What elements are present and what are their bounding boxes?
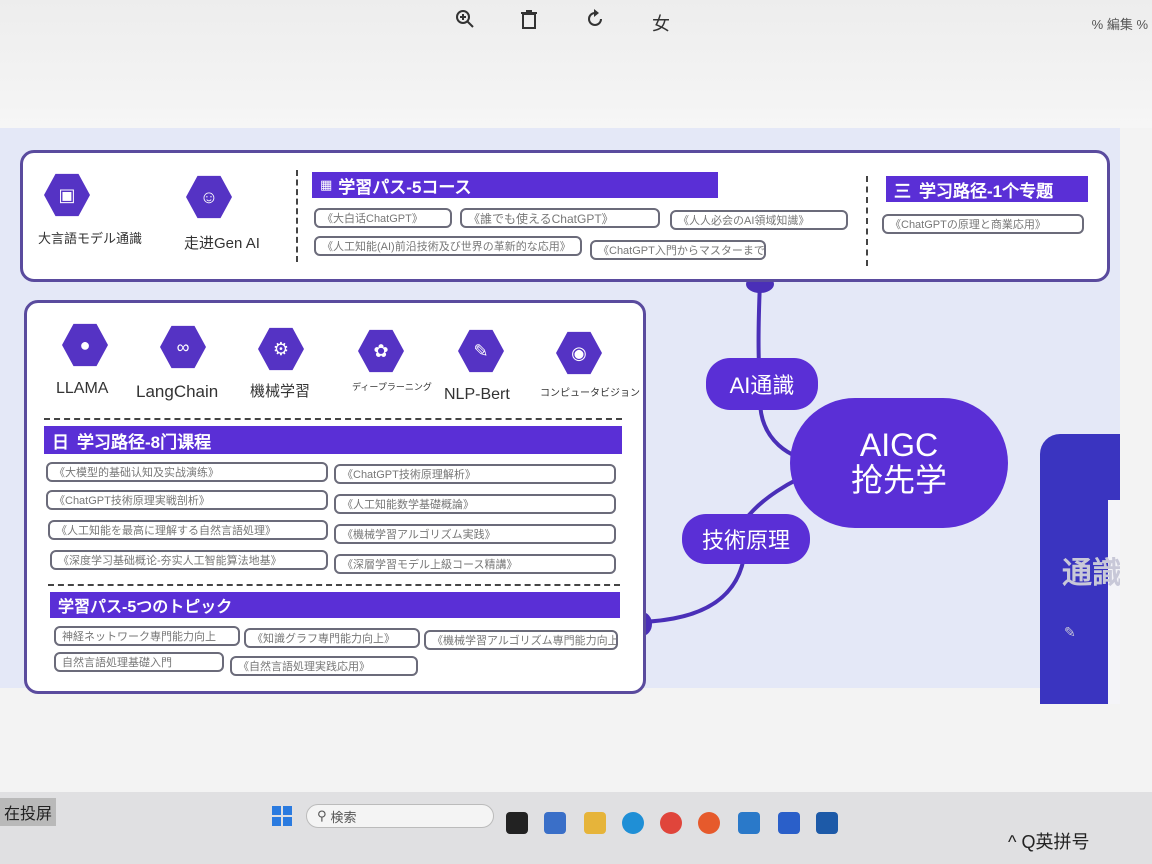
edit-label[interactable]: % 編集 % [1091,17,1148,32]
llama-label: LLAMA [56,380,109,397]
screen-share-label: 在投屏 [0,798,57,826]
app-icon[interactable] [698,812,720,834]
folder-icon[interactable] [584,812,606,834]
book-icon: ▦ [320,177,333,192]
course-chip[interactable]: 《人人必会のAI領域知識》 [670,210,848,230]
taskbar-search[interactable]: ⚲ 検索 [306,804,494,828]
topic-1-title: 三 学习路径-1个专题 [886,176,1088,202]
course-chip[interactable]: 《ChatGPT技術原理解析》 [334,464,616,484]
zoom-in-icon[interactable] [452,6,478,32]
app-icon[interactable] [544,812,566,834]
topic-chip[interactable]: 《ChatGPTの原理と商業応用》 [882,214,1084,234]
topic-chip[interactable]: 《機械学習アルゴリズム専門能力向上》 [424,630,618,650]
app-icon[interactable] [738,812,760,834]
rotate-icon[interactable] [582,6,608,32]
tray-label: ^ Q英拼号 [1008,832,1090,852]
courses-8-title-text: 学习路径-8门课程 [77,432,212,452]
edge-icon[interactable] [622,812,644,834]
divider [48,584,620,586]
robot-icon: ☺ [186,175,232,219]
topics-5-title: 学習パス-5つのトピック [50,592,620,618]
course-chip[interactable]: 《深度学习基础概论-夯实人工智能算法地基》 [50,550,328,570]
course-chip[interactable]: 《ChatGPT技術原理実戦剖析》 [46,490,328,510]
link-icon: ∞ [160,325,206,369]
topic-1-prefix: 三 [894,181,911,201]
trash-icon[interactable] [516,6,542,32]
center-node-line2: 抢先学 [850,462,947,498]
text-icon[interactable]: 女 [652,14,670,34]
llm-basics-label: 大言語モデル通識 [38,231,143,246]
search-icon: ⚲ [317,808,327,823]
app-icon[interactable] [816,812,838,834]
center-node[interactable]: AIGC 抢先学 [790,398,1008,528]
courses-5-title: ▦ 学習パス-5コース [312,172,718,198]
course-chip[interactable]: 《誰でも使えるChatGPT》 [460,208,660,228]
course-chip[interactable]: 《人工知能(AI)前沿技術及び世界の革新的な応用》 [314,236,582,256]
taskbar [0,792,1152,864]
course-chip[interactable]: 《人工知能数学基礎概論》 [334,494,616,514]
right-card-edge [1108,500,1120,704]
gen-ai-label: 走进Gen AI [184,235,260,252]
course-chip[interactable]: 《機械学習アルゴリズム実践》 [334,524,616,544]
computer-vision-label: コンピュータビジョン [540,388,640,399]
courses-5-title-text: 学習パス-5コース [338,177,472,197]
network-icon: ● [62,323,108,367]
nlp-bert-label: NLP-Bert [444,386,510,403]
divider [44,418,622,420]
deep-learning-label: ディープラーニング [352,382,432,392]
course-chip[interactable]: 《人工知能を最高に理解する自然言語処理》 [48,520,328,540]
course-chip[interactable]: 《深層学習モデル上級コース精講》 [334,554,616,574]
branch-tech-principles[interactable]: 技術原理 [682,514,810,564]
course-chip[interactable]: 《大模型的基础认知及实战演练》 [46,462,328,482]
center-node-line1: AIGC [859,426,939,463]
divider [296,170,298,262]
topic-chip[interactable]: 神経ネットワーク専門能力向上 [54,626,240,646]
machine-learning-label: 機械学習 [250,383,311,400]
courses-8-prefix: 日 [52,432,69,452]
topic-1-title-text: 学习路径-1个专题 [919,181,1054,201]
task-view-icon[interactable] [506,812,528,834]
branch-ai-basics[interactable]: AI通識 [706,358,818,410]
right-card-text: 通識 [1062,557,1120,590]
langchain-label: LangChain [136,382,219,401]
courses-8-title: 日 学习路径-8门课程 [44,426,622,454]
chrome-icon[interactable] [660,812,682,834]
edit-icon: ✎ [1064,624,1076,640]
start-icon[interactable] [272,806,292,826]
eye-icon: ◉ [556,331,602,375]
topic-chip[interactable]: 自然言語処理基礎入門 [54,652,224,672]
right-card [1040,434,1120,704]
course-chip[interactable]: 《大白话ChatGPT》 [314,208,452,228]
search-placeholder: 検索 [330,809,357,825]
viewer-toolbar: 女 % 編集 % [0,0,1152,128]
topic-chip[interactable]: 《知識グラフ専門能力向上》 [244,628,420,648]
topic-chip[interactable]: 《自然言語処理実践応用》 [230,656,418,676]
divider [866,176,868,266]
course-chip[interactable]: 《ChatGPT入門からマスターまで》 [590,240,766,260]
app-icon[interactable] [778,812,800,834]
